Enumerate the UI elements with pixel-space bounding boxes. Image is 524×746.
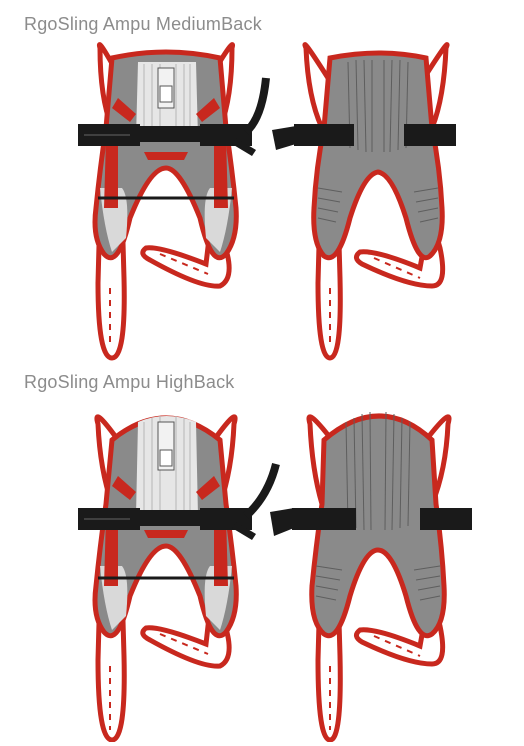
highback-sling-illustrations — [78, 411, 472, 742]
product-title-mediumback: RgoSling Ampu MediumBack — [24, 14, 262, 34]
mediumback-sling-illustrations — [78, 42, 456, 361]
mediumback-back-view — [272, 42, 456, 361]
highback-front-view — [78, 414, 280, 742]
mediumback-front-view — [78, 42, 270, 361]
product-title-highback: RgoSling Ampu HighBack — [24, 372, 235, 392]
highback-back-view — [270, 411, 472, 742]
